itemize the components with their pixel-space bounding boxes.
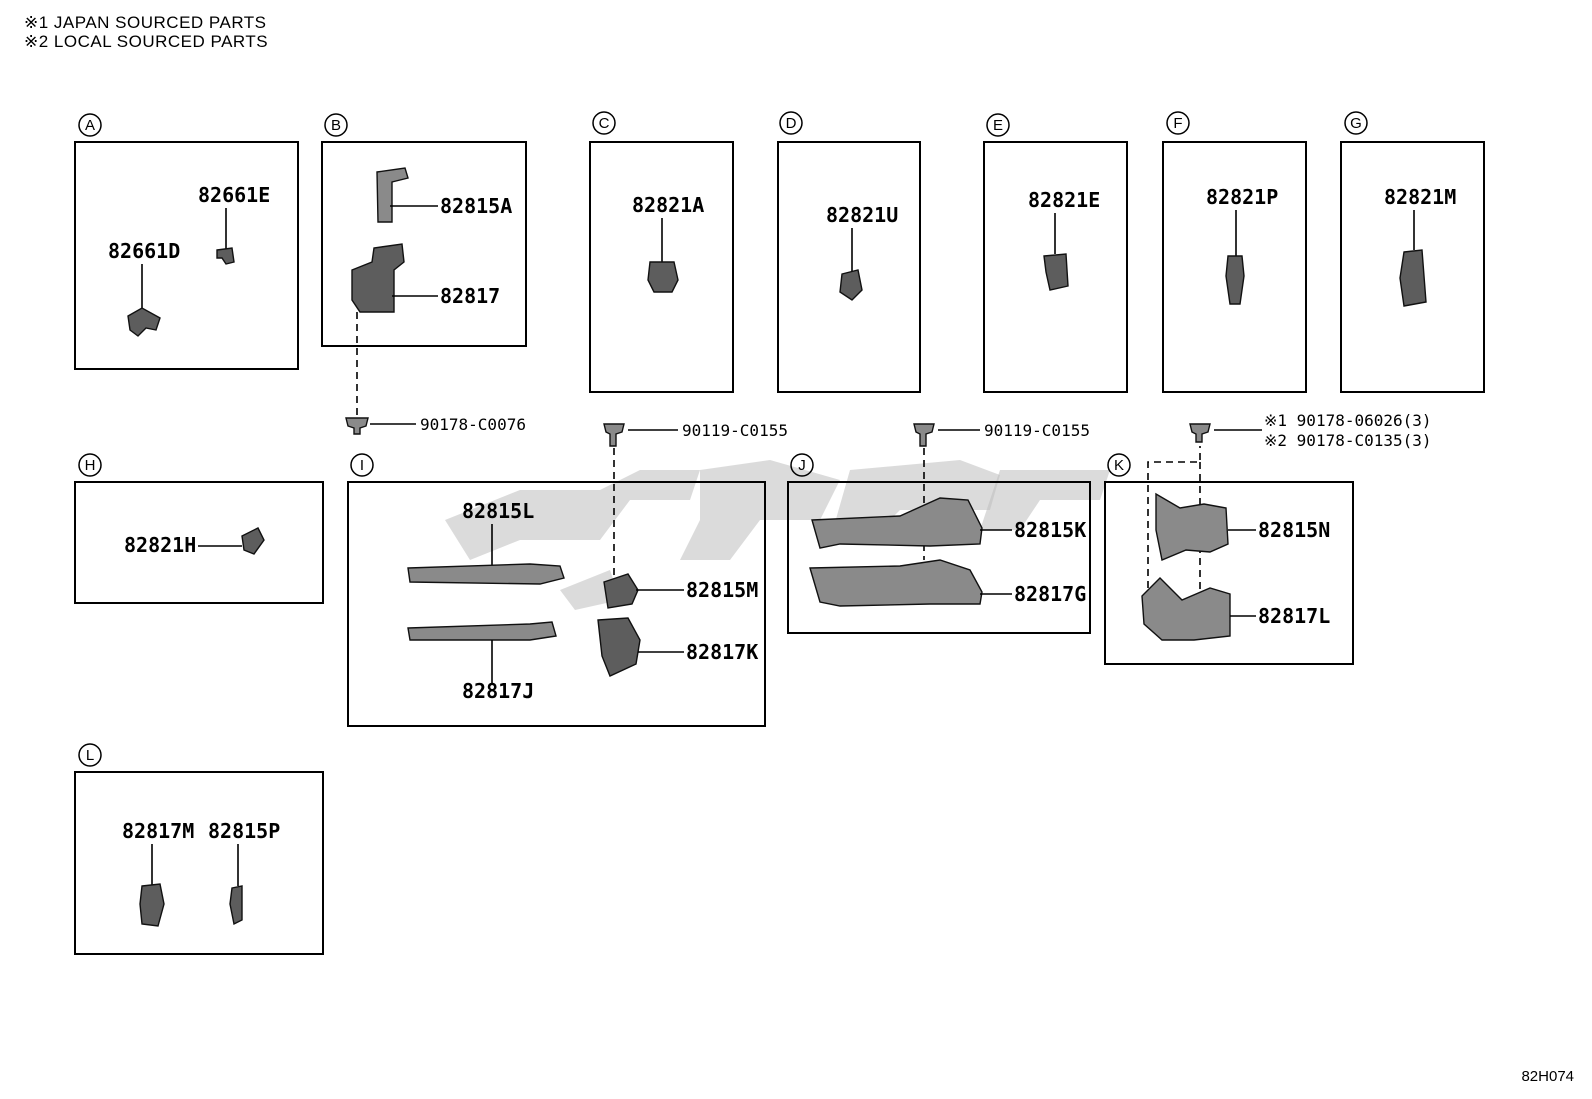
group-g-letter: G xyxy=(1350,115,1362,132)
part-label-82815m[interactable]: 82815M xyxy=(686,578,758,602)
fastener-90178-c0076 xyxy=(345,417,369,435)
part-label-82817[interactable]: 82817 xyxy=(440,284,500,308)
part-82821m-connector xyxy=(1399,249,1427,307)
part-82661d-clip xyxy=(127,307,161,337)
group-e-letter: E xyxy=(993,117,1003,134)
group-a-marker xyxy=(78,113,102,137)
part-82821u-connector xyxy=(839,269,863,301)
part-label-82817l[interactable]: 82817L xyxy=(1258,604,1330,628)
group-l: L 82817M 82815P xyxy=(74,743,324,955)
part-82817-bracket xyxy=(351,243,405,313)
group-f: F 82821P xyxy=(1162,111,1307,393)
group-d-frame xyxy=(777,141,921,393)
fastener-90119-c0155-i xyxy=(603,423,625,447)
group-c-frame xyxy=(589,141,734,393)
group-j-frame xyxy=(787,481,1091,634)
group-f-frame xyxy=(1162,141,1307,393)
note-japan-sourced: ※1 JAPAN SOURCED PARTS xyxy=(24,13,267,32)
part-82817j-protector xyxy=(407,621,557,641)
group-e: E 82821E xyxy=(983,113,1128,393)
part-label-82661e[interactable]: 82661E xyxy=(198,183,270,207)
fastener-label-90178-c0076[interactable]: 90178-C0076 xyxy=(420,415,526,434)
part-label-82817k[interactable]: 82817K xyxy=(686,640,758,664)
watermark-logo xyxy=(445,460,1110,610)
group-b-letter: B xyxy=(331,117,341,134)
group-d-letter: D xyxy=(786,115,797,132)
part-label-82661d[interactable]: 82661D xyxy=(108,239,180,263)
part-label-82821m[interactable]: 82821M xyxy=(1384,185,1456,209)
part-label-82815l[interactable]: 82815L xyxy=(462,499,534,523)
fastener-90119-c0155-j xyxy=(913,423,935,447)
group-b-frame xyxy=(321,141,527,347)
group-f-letter: F xyxy=(1173,115,1182,132)
part-82817g-protector xyxy=(809,559,983,607)
fastener-label-90178-c0135[interactable]: ※2 90178-C0135(3) xyxy=(1264,431,1432,450)
note-local-sourced: ※2 LOCAL SOURCED PARTS xyxy=(24,32,269,51)
part-label-82815k[interactable]: 82815K xyxy=(1014,518,1086,542)
part-82821e-connector xyxy=(1043,253,1069,291)
part-label-82821a[interactable]: 82821A xyxy=(632,193,704,217)
part-82815n-protector xyxy=(1155,492,1229,561)
part-82817l-protector xyxy=(1141,577,1231,641)
part-label-82817m[interactable]: 82817M xyxy=(122,819,194,843)
part-label-82815n[interactable]: 82815N xyxy=(1258,518,1330,542)
group-d: D 82821U xyxy=(777,111,921,393)
part-82821p-connector xyxy=(1225,255,1245,305)
fastener-90178-06026 xyxy=(1189,423,1211,443)
group-e-frame xyxy=(983,141,1128,393)
part-label-82815p[interactable]: 82815P xyxy=(208,819,280,843)
group-l-letter: L xyxy=(86,747,94,764)
group-k-letter: K xyxy=(1114,457,1124,474)
part-label-82821h[interactable]: 82821H xyxy=(124,533,196,557)
group-j-letter: J xyxy=(798,457,806,474)
group-k-frame xyxy=(1104,481,1354,665)
group-h-letter: H xyxy=(85,457,96,474)
fastener-label-90178-06026[interactable]: ※1 90178-06026(3) xyxy=(1264,411,1432,430)
group-g: G 82821M xyxy=(1340,111,1485,393)
fastener-k-set: ※1 90178-06026(3) ※2 90178-C0135(3) xyxy=(1147,411,1432,600)
part-82821h-clip xyxy=(241,527,265,555)
part-82815p-clip xyxy=(229,885,243,926)
part-82661e-clip xyxy=(216,247,235,265)
group-b: B 82815A 82817 90178-C0076 xyxy=(321,113,527,435)
part-82815k-protector xyxy=(811,497,983,549)
part-label-82821u[interactable]: 82821U xyxy=(826,203,898,227)
part-82815m-clip xyxy=(603,573,639,609)
fastener-label-90119-c0155-j[interactable]: 90119-C0155 xyxy=(984,421,1090,440)
part-label-82817j[interactable]: 82817J xyxy=(462,679,534,703)
part-label-82821e[interactable]: 82821E xyxy=(1028,188,1100,212)
group-c-letter: C xyxy=(599,115,610,132)
group-a-frame xyxy=(74,141,299,370)
part-82815a-bracket xyxy=(376,167,409,223)
group-i-letter: I xyxy=(360,457,364,474)
part-82815l-protector xyxy=(407,563,565,585)
drawing-code: 82H074 xyxy=(1521,1068,1574,1085)
part-82821a-connector xyxy=(647,261,679,293)
group-h-frame xyxy=(74,481,324,604)
part-label-82821p[interactable]: 82821P xyxy=(1206,185,1278,209)
fastener-label-90119-c0155-i[interactable]: 90119-C0155 xyxy=(682,421,788,440)
part-82817k-clip xyxy=(597,617,641,677)
part-label-82815a[interactable]: 82815A xyxy=(440,194,512,218)
group-a: A 82661E 82661D xyxy=(74,113,299,370)
fastener-j-set: 90119-C0155 xyxy=(913,421,1090,560)
group-k: K 82815N 82817L xyxy=(1104,453,1354,665)
group-h: H 82821H xyxy=(74,453,324,604)
part-82817m-clip xyxy=(139,883,165,927)
group-g-frame xyxy=(1340,141,1485,393)
group-c: C 82821A xyxy=(589,111,734,393)
group-a-letter: A xyxy=(85,117,95,134)
group-j: J 82815K 82817G xyxy=(787,453,1091,634)
group-l-frame xyxy=(74,771,324,955)
fastener-i-set: 90119-C0155 xyxy=(603,421,788,590)
group-i-frame xyxy=(347,481,766,727)
group-i: I 82815L 82817J 82815M 82817K xyxy=(347,453,766,727)
part-label-82817g[interactable]: 82817G xyxy=(1014,582,1086,606)
